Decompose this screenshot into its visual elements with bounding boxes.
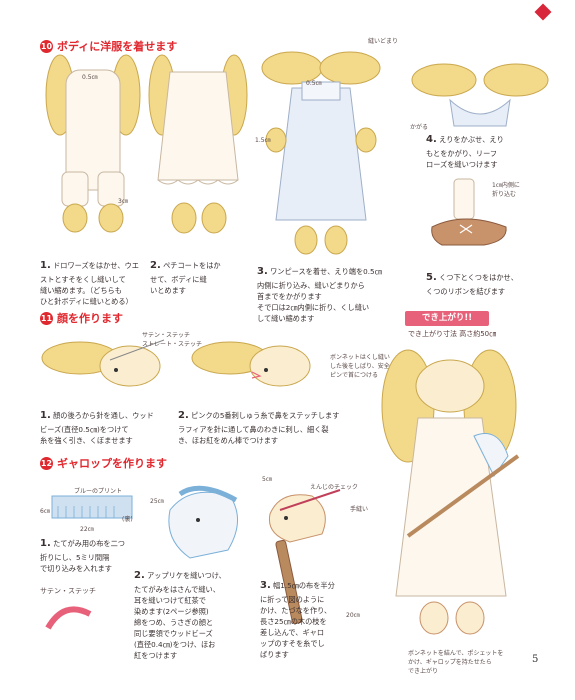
galloping-horse-illustration [268, 489, 341, 625]
corner-marker [534, 3, 552, 21]
finished-note: ボンネットはくし縫い した後をしばり、安全 ピンで首につける [330, 354, 390, 379]
step-11-1: 1. 顔の後ろから針を通し、ウッド ビーズ(直径0.5㎝)をつけて 糸を強く引き… [40, 408, 154, 446]
section-number-badge: 12 [40, 456, 53, 470]
mane-cloth-illustration [51, 495, 133, 519]
measure-label: 1.5㎝ [255, 137, 271, 144]
step-number: 1. [40, 260, 51, 271]
shoe-sock-illustration [431, 178, 507, 246]
measure-label: 縫いどまり [368, 38, 399, 45]
step-number: 2. [178, 410, 189, 421]
section-title: 顔を作ります [57, 312, 123, 325]
face-needle-illustration [41, 339, 165, 387]
finished-caption: でき上がり寸法 高さ約50㎝ [408, 330, 497, 338]
step-number: 1. [40, 538, 51, 549]
measure-label: 0.5㎝ [82, 74, 98, 81]
satin-stitch-label: サテン・ステッチ [40, 587, 96, 595]
measure-label: 0.5㎝ [306, 80, 322, 87]
step-text: くつ下とくつをはかせ、 くつのリボンを結びます [426, 273, 518, 296]
finished-note: ボンネットを結んで、ポシェットを かけ、ギャロップを持たせたら でき上がり [408, 650, 504, 675]
reins-label: えんじのチェック [310, 484, 359, 491]
page-number: 5 [532, 654, 539, 665]
petticoat-illustration [148, 54, 248, 234]
section-number-badge: 10 [40, 39, 53, 53]
step-number: 5. [426, 272, 437, 283]
step-10-5: 5. くつ下とくつをはかせ、 くつのリボンを結びます [426, 270, 518, 297]
step-number: 3. [260, 580, 271, 591]
step-10-1: 1. ドロワーズをはかせ、ウエ ストとすそをくし縫いして 縫い縮めます。（どちら… [40, 258, 139, 307]
measure-label: 3㎝ [118, 198, 128, 205]
drawers-illustration [45, 54, 141, 233]
step-text: 幅1.5㎝の布を半分 に折って図のように かけ、たづなを作り、 長さ25㎝の木の… [260, 581, 335, 660]
step-12-3: 3. 幅1.5㎝の布を半分 に折って図のように かけ、たづなを作り、 長さ25㎝… [260, 578, 335, 660]
section-header-11: 11 顔を作ります [40, 310, 123, 326]
measure-label: 1㎝内側に 折り込む [492, 182, 520, 198]
step-text: ピンクの5番刺しゅう糸で鼻をステッチします ラフィアを針に通して鼻のわきに刺し、… [178, 411, 340, 445]
step-11-2: 2. ピンクの5番刺しゅう糸で鼻をステッチします ラフィアを針に通して鼻のわきに… [178, 408, 339, 446]
step-text: えりをかぶせ、えり もとをかがり、リーフ ローズを縫いつけます [426, 135, 504, 169]
measure-label: 25㎝ [150, 498, 164, 505]
step-number: 3. [257, 266, 268, 277]
measure-label: 20㎝ [346, 612, 360, 619]
finished-banner: でき上がり!! [405, 311, 489, 326]
step-10-4: 4. えりをかぶせ、えり もとをかがり、リーフ ローズを縫いつけます [426, 132, 504, 170]
step-text: ワンピースを着せ、えり端を0.5㎝ 内側に折り込み、縫いどまりから 首までをかが… [257, 267, 382, 323]
stitch-label: サテン・ステッチ ストレート・ステッチ [142, 332, 203, 348]
section-title: ギャロップを作ります [57, 457, 167, 470]
face-nose-illustration [191, 341, 311, 387]
step-text: 顔の後ろから針を通し、ウッド ビーズ(直径0.5㎝)をつけて 糸を強く引き、くぼ… [40, 411, 154, 445]
measure-label: 22㎝ [80, 526, 94, 533]
cloth-label: ブルーのプリント [74, 488, 123, 495]
step-number: 4. [426, 134, 437, 145]
satin-stitch-diagram [45, 606, 92, 630]
step-text: ドロワーズをはかせ、ウエ ストとすそをくし縫いして 縫い縮めます。（どちらも ひ… [40, 261, 139, 306]
step-10-2: 2. ペチコートをはか せて、ボディに縫 いとめます [150, 258, 221, 296]
step-text: ペチコートをはか せて、ボディに縫 いとめます [150, 261, 221, 295]
finished-doll-illustration [381, 349, 520, 635]
horse-head-illustration [168, 485, 238, 559]
step-number: 1. [40, 410, 51, 421]
section-title: ボディに洋服を着せます [57, 40, 178, 53]
step-number: 2. [134, 570, 145, 581]
section-number-badge: 11 [40, 311, 53, 325]
measure-label: 5㎝ [262, 476, 272, 483]
step-12-2: 2. アップリケを縫いつけ、 たてがみをはさんで縫い、 耳を縫いつけて紅茶で 染… [134, 568, 226, 662]
step-12-1: 1. たてがみ用の布を二つ 折りにし、5ミリ間隔 で切り込みを入れます [40, 536, 125, 574]
step-text: たてがみ用の布を二つ 折りにし、5ミリ間隔 で切り込みを入れます [40, 539, 125, 573]
dress-illustration [261, 51, 381, 255]
step-number: 2. [150, 260, 161, 271]
step-text: アップリケを縫いつけ、 たてがみをはさんで縫い、 耳を縫いつけて紅茶で 染めます… [134, 571, 226, 661]
measure-label: かがる [410, 124, 429, 131]
section-header-10: 10 ボディに洋服を着せます [40, 38, 177, 54]
collar-illustration [411, 63, 549, 127]
measure-label: (裏) [122, 516, 133, 523]
measure-label: 6㎝ [40, 508, 50, 515]
section-header-12: 12 ギャロップを作ります [40, 455, 167, 471]
sew-label: 手縫い [350, 506, 369, 513]
step-10-3: 3. ワンピースを着せ、えり端を0.5㎝ 内側に折り込み、縫いどまりから 首まで… [257, 264, 382, 324]
